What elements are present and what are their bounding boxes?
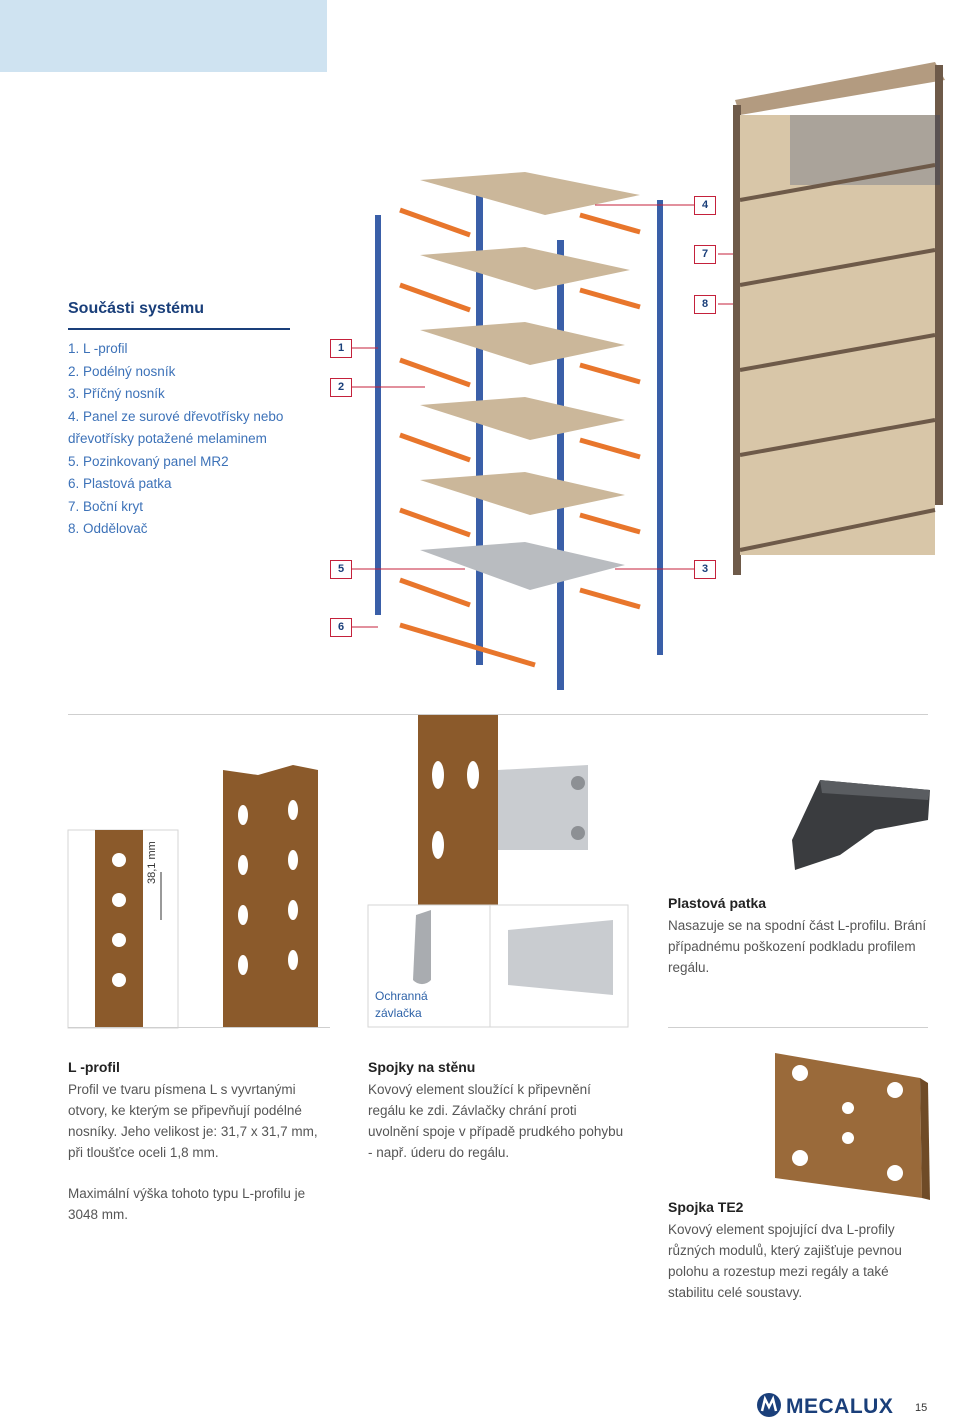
exploded-shelving-illustration xyxy=(352,172,830,690)
list-item: 3. Příčný nosník xyxy=(68,386,165,401)
spojky-text: Kovový element sloužící k připevnění reg… xyxy=(368,1082,624,1160)
system-title: Součásti systému xyxy=(68,300,205,317)
page-number: 15 xyxy=(915,1402,928,1414)
list-item: 2. Podélný nosník xyxy=(68,363,176,379)
header-color-band xyxy=(0,0,327,72)
l-profil-note: Maximální výška tohoto typu L-profilu je… xyxy=(68,1186,306,1222)
callout-8: 8 xyxy=(694,295,716,314)
section-divider xyxy=(68,714,928,715)
dimension-label: 38,1 mm xyxy=(146,841,158,884)
list-item: 4. Panel ze surové dřevotřísky nebo dřev… xyxy=(68,408,284,447)
list-item: 6. Plastová patka xyxy=(68,476,172,491)
assembled-shelving-illustration xyxy=(733,62,945,575)
title-underline xyxy=(68,328,290,330)
parts-list: 1. L -profil 2. Podélný nosník 3. Příčný… xyxy=(68,338,298,541)
callout-5: 5 xyxy=(330,560,352,579)
mecalux-logo-icon xyxy=(757,1393,781,1417)
list-item: 5. Pozinkovaný panel MR2 xyxy=(68,453,229,469)
wall-bracket-illustration xyxy=(367,715,629,1028)
list-item: 8. Oddělovač xyxy=(68,521,148,536)
callout-7: 7 xyxy=(694,245,716,264)
callout-3: 3 xyxy=(694,560,716,579)
spojky-heading: Spojky na stěnu xyxy=(368,1059,476,1075)
plastova-patka-heading: Plastová patka xyxy=(668,895,767,911)
te2-plate-illustration xyxy=(775,1053,930,1200)
image-baseline xyxy=(68,1027,330,1028)
spojka-te2-heading: Spojka TE2 xyxy=(668,1199,744,1215)
l-profil-text: Profil ve tvaru písmena L s vyvrtanými o… xyxy=(68,1082,318,1160)
ochranna-caption: Ochranná závlačka xyxy=(375,989,428,1020)
l-profile-detail-illustration xyxy=(67,765,318,1029)
list-item: 1. L -profil xyxy=(68,341,128,356)
callout-6: 6 xyxy=(330,618,352,637)
spojka-te2-text: Kovový element spojující dva L-profily r… xyxy=(668,1222,902,1300)
l-profil-heading: L -profil xyxy=(68,1059,120,1075)
list-item: 7. Boční kryt xyxy=(68,498,144,514)
callout-2: 2 xyxy=(330,378,352,397)
callout-4: 4 xyxy=(694,196,716,215)
footer-logo: MECALUX xyxy=(786,1395,894,1418)
plastova-patka-text: Nasazuje se na spodní část L-profilu. Br… xyxy=(668,918,927,975)
callout-1: 1 xyxy=(330,339,352,358)
image-baseline xyxy=(668,1027,928,1028)
plastic-foot-illustration xyxy=(792,780,930,870)
